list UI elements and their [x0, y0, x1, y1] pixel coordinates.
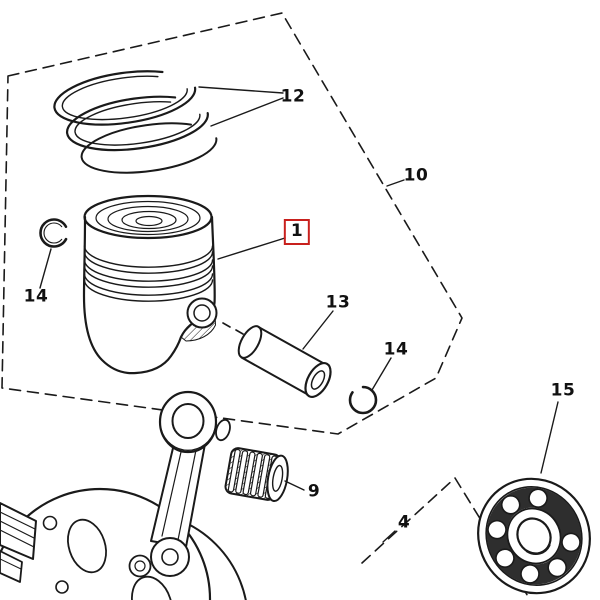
circlip-left	[39, 218, 69, 248]
crankshaft	[0, 487, 247, 600]
part-label-1-selected[interactable]: 1	[283, 219, 311, 245]
group-boundary-upper	[1, 12, 463, 435]
part-label-10[interactable]: 10	[403, 165, 429, 186]
leader-lines	[39, 86, 559, 543]
part-label-14-right[interactable]: 14	[383, 339, 409, 360]
part-label-13[interactable]: 13	[325, 292, 351, 313]
ball-bearing	[477, 477, 591, 595]
piston-rings	[53, 70, 218, 174]
piston	[82, 194, 244, 375]
part-label-14-left[interactable]: 14	[23, 286, 49, 307]
needle-bearing	[224, 447, 289, 503]
piston-pin	[237, 325, 332, 398]
part-label-15[interactable]: 15	[550, 380, 576, 401]
part-label-4[interactable]: 4	[397, 512, 411, 533]
connecting-rod	[150, 390, 231, 577]
circlip-right	[348, 385, 378, 415]
part-label-12[interactable]: 12	[280, 86, 306, 107]
part-label-9[interactable]: 9	[307, 481, 321, 502]
